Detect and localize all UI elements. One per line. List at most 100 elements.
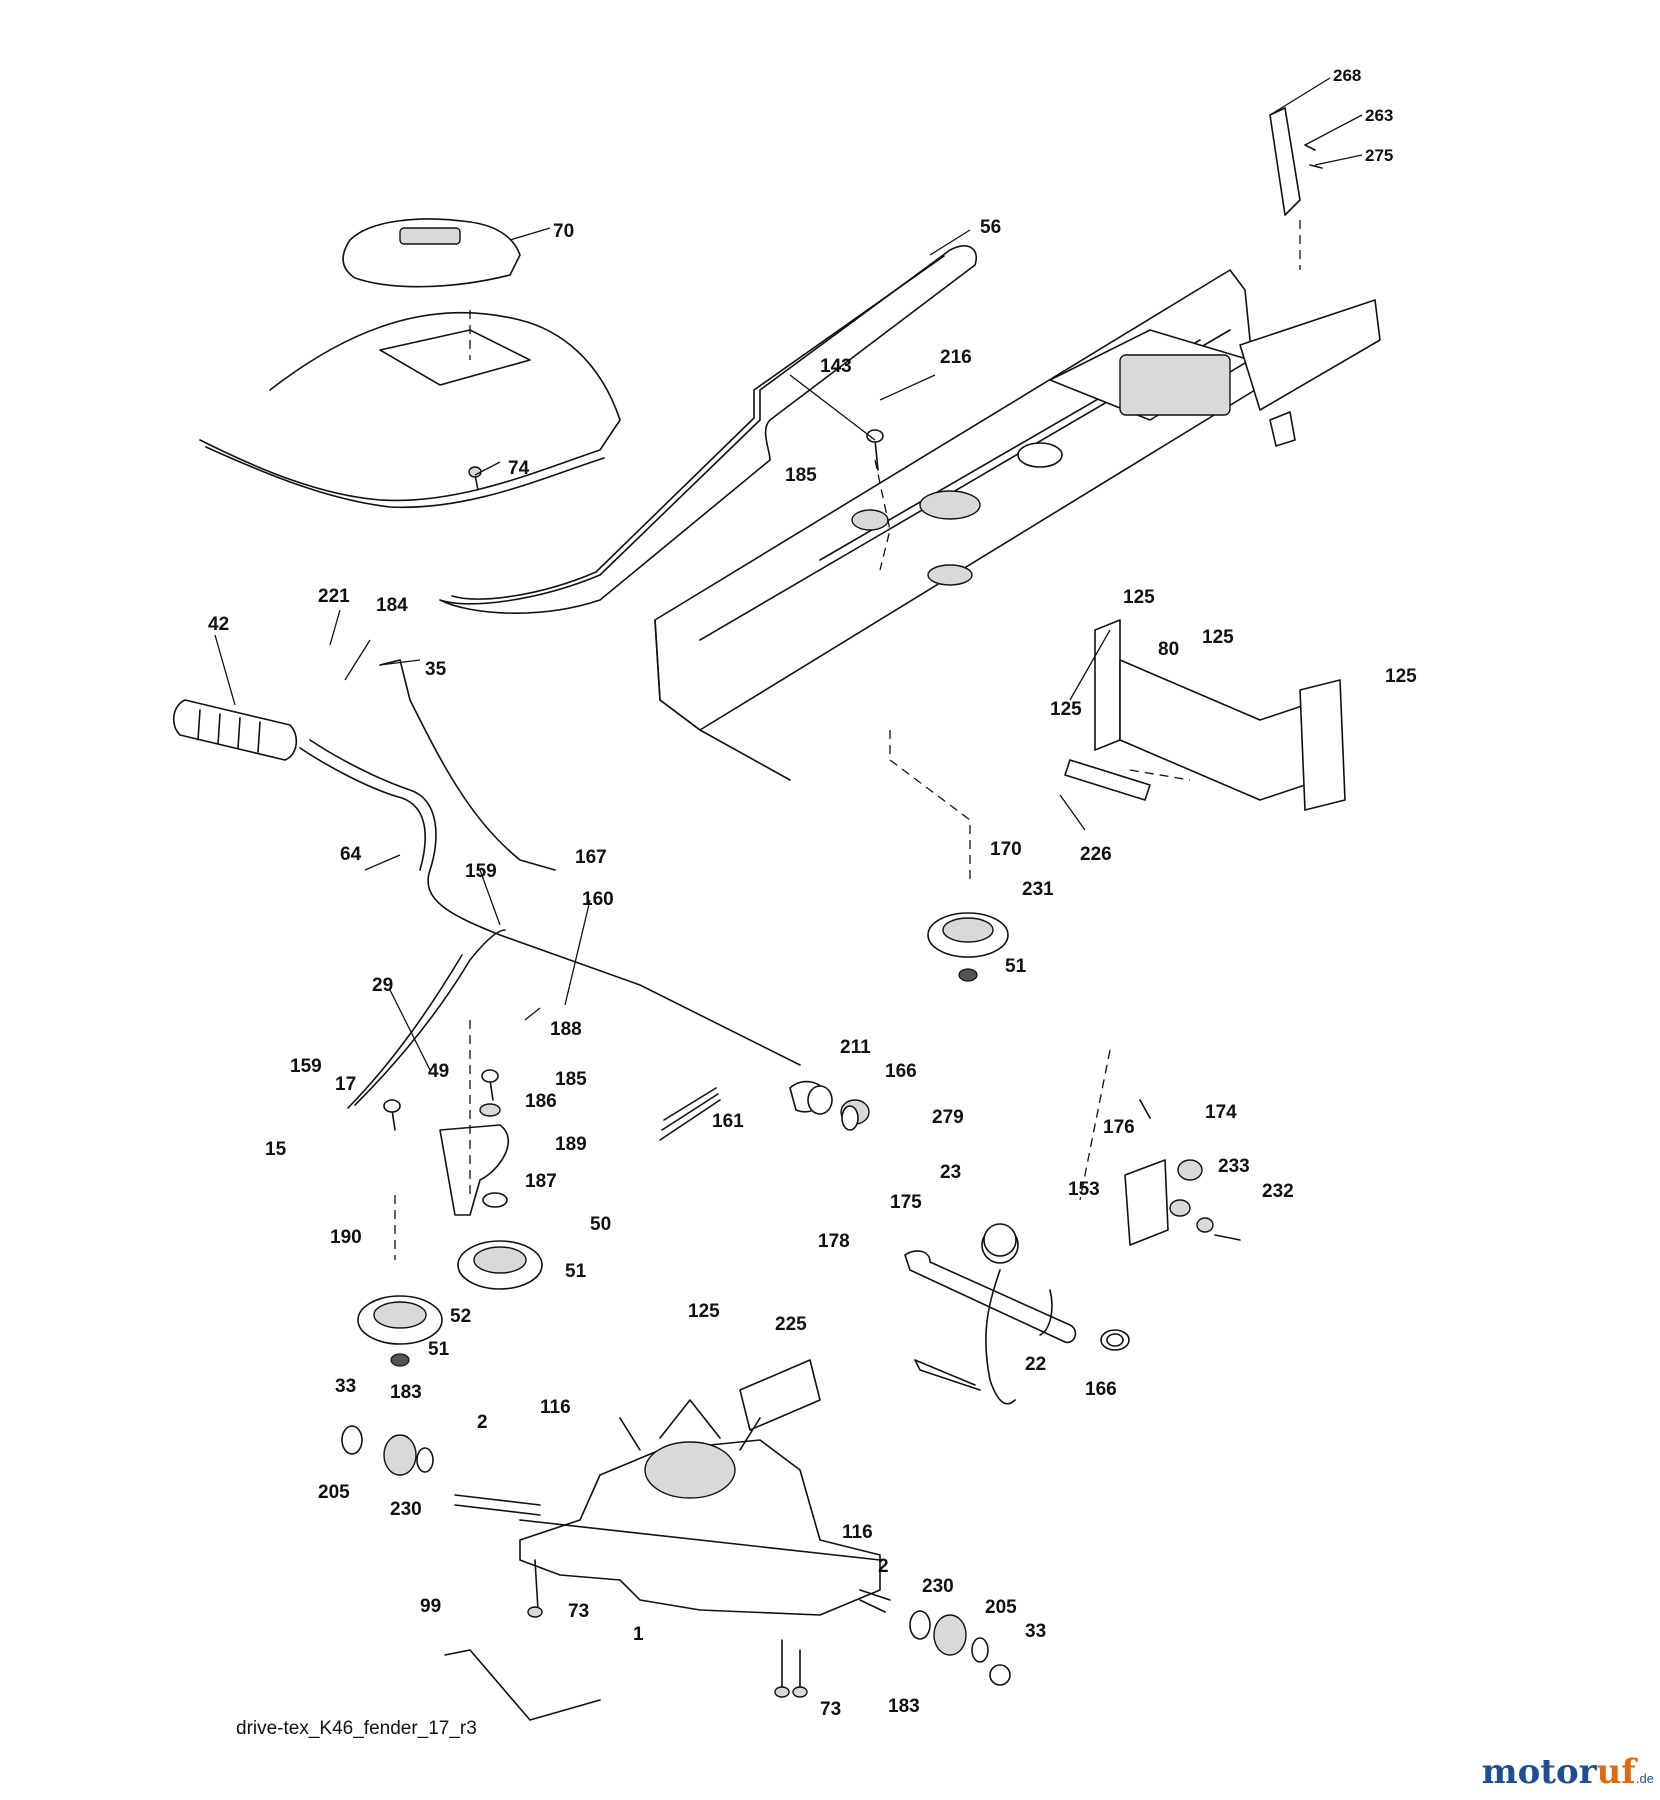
part-label-159-a[interactable]: 159	[465, 861, 497, 882]
part-label-17[interactable]: 17	[335, 1074, 357, 1095]
part-label-29[interactable]: 29	[372, 975, 394, 996]
part-label-166-a[interactable]: 166	[885, 1061, 917, 1082]
part-label-175[interactable]: 175	[890, 1192, 922, 1213]
part-label-170[interactable]: 170	[990, 839, 1022, 860]
part-label-49[interactable]: 49	[428, 1061, 450, 1082]
part-label-2-b[interactable]: 2	[878, 1556, 889, 1577]
part-label-125-c[interactable]: 125	[1385, 666, 1417, 687]
part-label-160[interactable]: 160	[582, 889, 614, 910]
pulley-52-part	[357, 1295, 443, 1367]
part-label-231[interactable]: 231	[1022, 879, 1054, 900]
part-label-116-a[interactable]: 116	[540, 1397, 571, 1418]
part-label-184[interactable]: 184	[376, 595, 408, 616]
part-label-174[interactable]: 174	[1205, 1102, 1237, 1123]
bracket-189-part	[439, 1103, 510, 1216]
part-label-216[interactable]: 216	[940, 347, 972, 368]
part-label-56[interactable]: 56	[980, 217, 1002, 238]
part-label-233[interactable]: 233	[1218, 1156, 1250, 1177]
rod-99-part	[444, 1649, 601, 1721]
part-label-116-b[interactable]: 116	[842, 1522, 873, 1543]
part-label-230-a[interactable]: 230	[390, 1499, 422, 1520]
part-label-35[interactable]: 35	[425, 659, 447, 680]
lever-64-part	[172, 699, 870, 1125]
fender-part	[199, 218, 621, 509]
part-label-205-b[interactable]: 205	[985, 1597, 1017, 1618]
brand-main: motor	[1481, 1752, 1597, 1792]
part-label-64[interactable]: 64	[340, 844, 362, 865]
bracket-80-part	[1064, 619, 1346, 811]
part-label-74[interactable]: 74	[508, 458, 530, 479]
part-label-226[interactable]: 226	[1080, 844, 1112, 865]
part-label-178[interactable]: 178	[818, 1231, 850, 1252]
part-label-125-a[interactable]: 125	[1123, 587, 1155, 608]
part-label-125-b[interactable]: 125	[1202, 627, 1234, 648]
part-label-189[interactable]: 189	[555, 1134, 587, 1155]
part-label-268[interactable]: 268	[1333, 66, 1362, 85]
part-label-52[interactable]: 52	[450, 1306, 472, 1327]
part-label-153[interactable]: 153	[1068, 1179, 1100, 1200]
part-label-187[interactable]: 187	[525, 1171, 557, 1192]
bracket-176-part	[1124, 1159, 1203, 1246]
part-label-51-a[interactable]: 51	[1005, 956, 1027, 977]
assembly-lines	[394, 220, 1301, 1260]
part-label-51-b[interactable]: 51	[565, 1261, 587, 1282]
part-label-159-b[interactable]: 159	[290, 1056, 322, 1077]
diagram-caption: drive-tex_K46_fender_17_r3	[236, 1718, 477, 1739]
part-label-80[interactable]: 80	[1158, 639, 1180, 660]
brand-accent: uf	[1596, 1752, 1636, 1792]
part-label-185-top[interactable]: 185	[785, 465, 817, 486]
washers-part	[341, 1085, 1124, 1686]
part-label-33-b[interactable]: 33	[1025, 1621, 1047, 1642]
part-label-232[interactable]: 232	[1262, 1181, 1294, 1202]
rod-268-part	[1269, 107, 1323, 216]
part-label-263[interactable]: 263	[1365, 106, 1394, 125]
part-label-33-a[interactable]: 33	[335, 1376, 357, 1397]
part-label-205-a[interactable]: 205	[318, 1482, 350, 1503]
part-label-183-b[interactable]: 183	[888, 1696, 920, 1717]
spring-161-part	[659, 1087, 721, 1141]
part-label-125-e[interactable]: 125	[688, 1301, 720, 1322]
part-label-186[interactable]: 186	[525, 1091, 557, 1112]
part-label-275[interactable]: 275	[1365, 146, 1394, 165]
brake-lever-part	[904, 1226, 1130, 1405]
deflector-225-part	[739, 1359, 821, 1431]
part-label-279[interactable]: 279	[932, 1107, 964, 1128]
part-label-183-a[interactable]: 183	[390, 1382, 422, 1403]
part-label-185-mid[interactable]: 185	[555, 1069, 587, 1090]
brand-watermark: motoruf.de	[1482, 1752, 1654, 1792]
part-label-73-a[interactable]: 73	[568, 1601, 590, 1622]
part-label-70[interactable]: 70	[553, 221, 575, 242]
part-label-161[interactable]: 161	[712, 1111, 744, 1132]
part-label-166-b[interactable]: 166	[1085, 1379, 1117, 1400]
part-label-2-a[interactable]: 2	[477, 1412, 488, 1433]
brand-suffix: .de	[1635, 1771, 1654, 1786]
part-label-125-d[interactable]: 125	[1050, 699, 1082, 720]
part-label-190[interactable]: 190	[330, 1227, 362, 1248]
part-label-22[interactable]: 22	[1025, 1354, 1047, 1375]
belt-part	[439, 245, 977, 614]
part-label-225[interactable]: 225	[775, 1314, 807, 1335]
part-label-176[interactable]: 176	[1103, 1117, 1135, 1138]
part-label-167[interactable]: 167	[575, 847, 607, 868]
linkage-rods-part	[347, 659, 556, 1109]
part-label-188[interactable]: 188	[550, 1019, 582, 1040]
part-label-73-b[interactable]: 73	[820, 1699, 842, 1720]
pulley-50-part	[457, 1240, 543, 1290]
leader-lines	[214, 77, 1363, 1071]
pulley-231-part	[927, 912, 1009, 982]
part-label-1[interactable]: 1	[633, 1624, 644, 1645]
part-label-23[interactable]: 23	[940, 1162, 962, 1183]
part-label-221[interactable]: 221	[318, 586, 350, 607]
part-label-15[interactable]: 15	[265, 1139, 287, 1160]
part-label-50[interactable]: 50	[590, 1214, 612, 1235]
part-label-51-c[interactable]: 51	[428, 1339, 450, 1360]
part-label-230-b[interactable]: 230	[922, 1576, 954, 1597]
fasteners-part	[383, 429, 1241, 1698]
part-label-211[interactable]: 211	[840, 1037, 871, 1058]
transaxle-part	[454, 1399, 891, 1616]
part-label-143[interactable]: 143	[820, 356, 852, 377]
part-label-99[interactable]: 99	[420, 1596, 442, 1617]
part-label-42[interactable]: 42	[208, 614, 230, 635]
